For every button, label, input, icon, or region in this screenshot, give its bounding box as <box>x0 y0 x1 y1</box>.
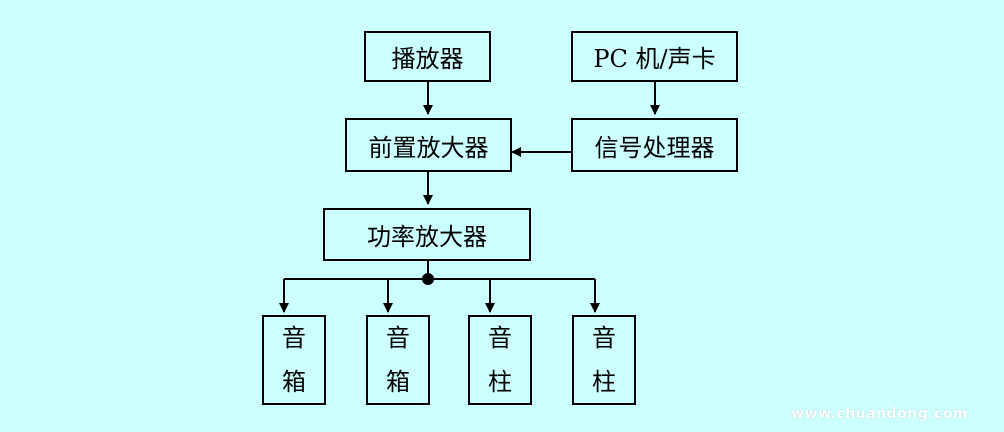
player-node: 播放器 <box>364 31 491 82</box>
speaker-column-1-node: 音 柱 <box>468 315 532 405</box>
speaker-column-2-node: 音 柱 <box>572 315 636 405</box>
power-amp-node: 功率放大器 <box>323 208 531 261</box>
speaker-box-1-node: 音 箱 <box>262 315 326 405</box>
speaker-box-2-node: 音 箱 <box>366 315 430 405</box>
watermark-text: www.chuandong.com <box>791 406 968 422</box>
pc-soundcard-node: PC 机/声卡 <box>571 31 738 82</box>
junction-dot <box>422 273 434 285</box>
preamp-label: 前置放大器 <box>368 133 489 162</box>
signal-processor-label: 信号处理器 <box>594 133 715 162</box>
speaker-column-2-char-1: 音 <box>592 324 616 352</box>
speaker-box-2-char-1: 音 <box>386 324 410 352</box>
speaker-box-2-char-2: 箱 <box>386 368 410 396</box>
power-amp-label: 功率放大器 <box>367 223 487 251</box>
pc-soundcard-label: PC 机/声卡 <box>593 45 716 73</box>
speaker-box-1-char-1: 音 <box>282 324 306 352</box>
signal-processor-node: 信号处理器 <box>571 118 738 172</box>
player-label: 播放器 <box>391 45 464 73</box>
speaker-column-1-char-1: 音 <box>488 324 512 352</box>
speaker-box-1-char-2: 箱 <box>282 368 306 396</box>
speaker-column-1-char-2: 柱 <box>488 368 512 396</box>
preamp-node: 前置放大器 <box>345 118 512 172</box>
speaker-column-2-char-2: 柱 <box>592 368 616 396</box>
